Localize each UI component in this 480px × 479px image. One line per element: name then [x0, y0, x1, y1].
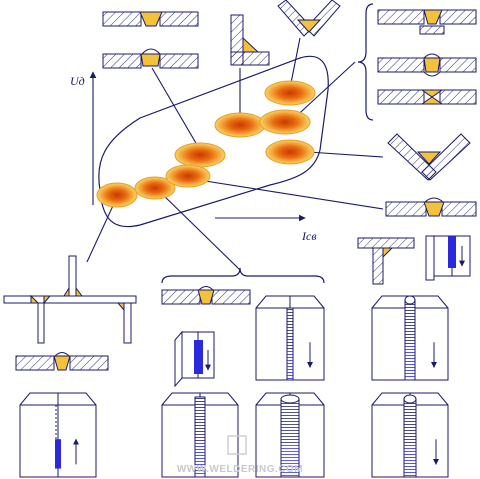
zone-ellipse — [174, 142, 226, 168]
operating-region — [98, 55, 329, 228]
vertical-weld-block — [371, 392, 449, 478]
vertical-weld-block — [371, 295, 449, 381]
vertical-blocks — [19, 295, 449, 478]
butt-joint-backing — [102, 48, 199, 69]
watermark-text: WWW.WELDERING.COM — [177, 464, 303, 475]
butt-joint-bottom-mid — [161, 286, 251, 305]
vertical-weld-block — [19, 392, 97, 478]
vertical-weld-block — [255, 295, 325, 381]
right-brace — [357, 3, 374, 121]
double-butt-2 — [377, 53, 477, 77]
double-butt-3 — [377, 89, 477, 105]
v-fillet-top — [277, 0, 341, 37]
zone-ellipse — [264, 80, 316, 106]
electrode-block-small — [174, 330, 215, 388]
zone-ellipse — [214, 112, 266, 138]
zone-ellipse — [259, 109, 311, 135]
vertical-weld-block — [255, 392, 325, 478]
watermark: WWW.WELDERING.COM — [177, 435, 303, 475]
zone-ellipse — [134, 176, 176, 200]
butt-joint-bottom-left — [15, 352, 109, 371]
double-butt-1 — [377, 9, 477, 35]
bottom-brace — [161, 267, 325, 284]
tee-plate-large — [3, 255, 137, 344]
voltage-axis: Uд — [70, 71, 97, 205]
tee-joint-small — [357, 237, 415, 285]
current-axis-label: Iсв — [301, 229, 317, 243]
v-fillet-right — [387, 133, 471, 181]
leader-lines — [86, 37, 384, 271]
current-axis: Iсв — [215, 214, 317, 243]
zone-ellipse — [265, 139, 315, 165]
zone-ellipse — [96, 182, 138, 208]
zone-ellipse — [165, 164, 211, 188]
vertical-weld-block — [161, 392, 239, 478]
plate-pair-small — [425, 235, 471, 281]
weld-zones — [96, 80, 316, 208]
voltage-axis-label: Uд — [70, 74, 85, 88]
butt-joint-right — [385, 197, 477, 217]
butt-joint-top — [102, 11, 199, 27]
tee-joint-top — [230, 14, 270, 66]
